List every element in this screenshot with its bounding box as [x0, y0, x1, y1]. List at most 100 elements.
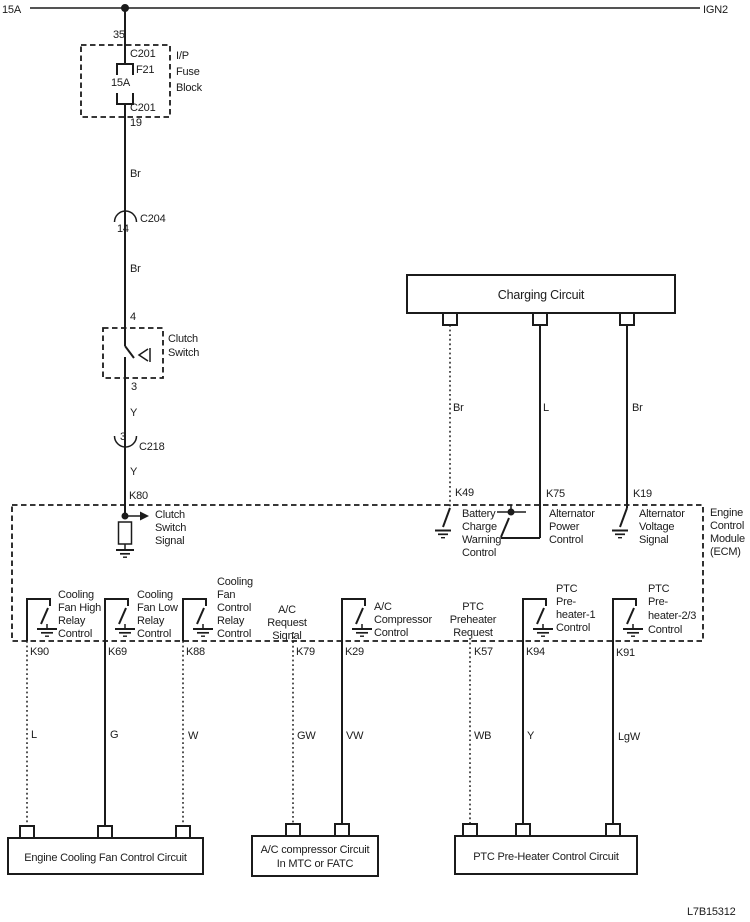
k29-switch-blade [355, 607, 364, 625]
k49-switch-blade [442, 507, 451, 528]
ecm-name-line3: Module [710, 533, 745, 545]
k94-label-line3: heater-1 [556, 609, 595, 621]
fuse-connector-top-label: C201 [130, 48, 156, 60]
clutch-switch-branch: Br C204 14 Br 4 Clutch Switch 3 Y 3 C218… [102, 104, 199, 516]
wire-color-l: L [31, 729, 37, 741]
connector-c204-label: C204 [140, 213, 166, 225]
connector-c218-pin-label: 3 [120, 431, 126, 443]
rail-circuit-name-label: IGN2 [703, 4, 728, 16]
destination-ac-compressor: A/C compressor Circuit In MTC or FATC [251, 823, 379, 877]
charging-terminal [442, 312, 458, 326]
k75-label-line2: Power [549, 521, 580, 533]
wire-color-br-k49: Br [453, 402, 464, 414]
k90-label-line1: Cooling [58, 589, 94, 601]
signal-arrow-head-icon [140, 511, 149, 521]
dest-terminal [285, 823, 301, 837]
fuse-id-label: F21 [136, 64, 154, 76]
clutch-signal-line3: Signal [155, 535, 184, 547]
ecm-driver-k88: Cooling Fan Control Relay Control K88 [182, 576, 253, 658]
wire-color-br-1: Br [130, 168, 141, 180]
k88-label-line2: Fan [217, 589, 235, 601]
clutch-switch-dashed-border [102, 327, 164, 379]
k88-label-line5: Control [217, 628, 251, 640]
ac-compressor-box-label-line2: In MTC or FATC [277, 858, 354, 870]
k79-label-line3: Signal [272, 630, 301, 642]
ecm-input-k49: K49 Battery Charge Warning Control [435, 487, 501, 559]
k75-label-line3: Control [549, 534, 583, 546]
ecm-input-k19: K19 Alternator Voltage Signal [612, 488, 685, 546]
dest-terminal [605, 823, 621, 837]
charging-terminal [619, 312, 635, 326]
k57-label-line1: PTC [462, 601, 484, 613]
clutch-switch-blade [124, 345, 135, 359]
wire-color-gw: GW [297, 730, 316, 742]
clutch-signal-line2: Switch [155, 522, 186, 534]
fuse-block-pin-in-label: 35 [113, 29, 125, 41]
ecm-pin-k19-label: K19 [633, 488, 652, 500]
k94-label-line4: Control [556, 622, 590, 634]
k29-label-line1: A/C [374, 601, 392, 613]
k90-switch-blade [40, 607, 49, 625]
k88-label-line3: Control [217, 602, 251, 614]
k90-label-line2: Fan High [58, 602, 101, 614]
wire-color-y-2: Y [130, 466, 138, 478]
k19-label-line1: Alternator [639, 508, 685, 520]
k91-label-line1: PTC [648, 583, 670, 595]
k75-switch-blade [500, 517, 510, 538]
pullup-resistor-symbol [117, 521, 133, 545]
wire-color-wb: WB [474, 730, 491, 742]
k91-label-line3: heater-2/3 [648, 610, 696, 622]
wire-color-y-1: Y [130, 407, 138, 419]
ecm-name-line2: Control [710, 520, 744, 532]
k79-label-line2: Request [267, 617, 307, 629]
fuse-block-name-line2: Fuse [176, 66, 200, 78]
clutch-signal-line1: Clutch [155, 509, 185, 521]
k49-label-line2: Charge [462, 521, 497, 533]
k88-label-line1: Cooling [217, 576, 253, 588]
k49-label-line1: Battery [462, 508, 496, 520]
k29-label-line2: Compressor [374, 614, 432, 626]
k88-label-line4: Relay [217, 615, 245, 627]
clutch-switch-name-line1: Clutch [168, 333, 198, 345]
k69-switch-blade [118, 607, 127, 625]
dest-terminal [334, 823, 350, 837]
ecm-driver-k94: PTC Pre- heater-1 Control K94 [522, 583, 596, 658]
k57-label-line2: Preheater [450, 614, 497, 626]
k69-label-line4: Control [137, 628, 171, 640]
dest-terminal [175, 825, 191, 839]
engine-cooling-fan-box [7, 837, 204, 875]
k91-switch-blade [626, 607, 635, 625]
ecm-pin-k57-label: K57 [474, 646, 493, 658]
ecm-pin-k88-label: K88 [186, 646, 205, 658]
clutch-switch-pin-in-label: 4 [130, 311, 136, 323]
k91-driver-frame [612, 598, 637, 641]
document-id-label: L7B15312 [687, 906, 736, 918]
charging-circuit: Charging Circuit Br L Br [406, 274, 676, 538]
ecm-name-line1: Engine [710, 507, 743, 519]
ignition-rail: 15A IGN2 35 [2, 4, 728, 41]
ecm-name-line4: (ECM) [710, 546, 741, 558]
k19-label-line3: Signal [639, 534, 668, 546]
k49-label-line4: Control [462, 547, 496, 559]
ecm-pin-k91-label: K91 [616, 647, 635, 659]
rail-fuse-rating-label: 15A [2, 4, 22, 16]
ac-compressor-box-label-line1: A/C compressor Circuit [261, 844, 370, 856]
k19-switch-blade [619, 507, 628, 528]
ecm-pin-k49-label: K49 [455, 487, 474, 499]
ecm-module: Engine Control Module (ECM) [11, 504, 745, 642]
k94-label-line1: PTC [556, 583, 578, 595]
fuse-symbol-top-clamp [116, 63, 134, 75]
engine-cooling-fan-box-label: Engine Cooling Fan Control Circuit [24, 852, 187, 864]
k88-switch-blade [196, 607, 205, 625]
k90-label-line3: Relay [58, 615, 86, 627]
wire-color-l-k75: L [543, 402, 549, 414]
dest-terminal [97, 825, 113, 839]
ecm-pin-k79-label: K79 [296, 646, 315, 658]
wire-color-w: W [188, 730, 199, 742]
charging-circuit-box [406, 274, 676, 314]
fuse-block-name-line3: Block [176, 82, 203, 94]
wire-color-y: Y [527, 730, 535, 742]
k29-driver-frame [341, 598, 366, 641]
ecm-input-k75: K75 Alternator Power Control [497, 488, 595, 546]
